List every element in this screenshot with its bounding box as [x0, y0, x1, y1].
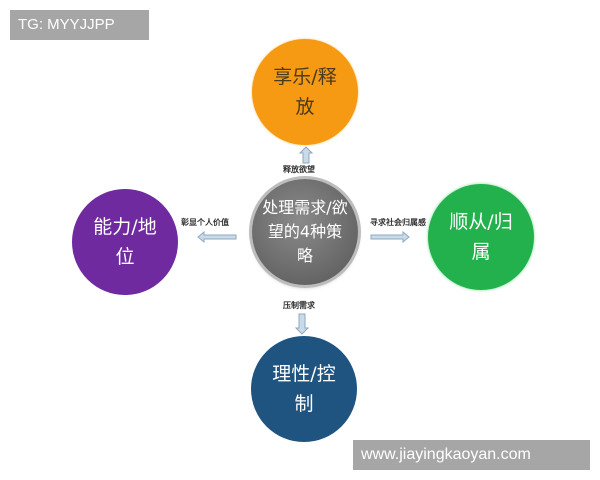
arrow-label-suppress-needs: 压制需求 — [283, 300, 315, 310]
arrow-up-icon — [299, 146, 313, 164]
node-label: 顺从/归属 — [449, 211, 513, 263]
arrow-label-seek-belonging: 寻求社会归属感 — [370, 217, 426, 227]
center-label: 处理需求/欲望的4种策略 — [262, 198, 348, 265]
arrow-left-icon — [197, 231, 237, 243]
arrow-label-release-desire: 释放欲望 — [283, 164, 315, 174]
arrow-label-show-value: 彰显个人价值 — [181, 217, 229, 227]
arrow-down-icon — [295, 313, 309, 335]
node-reason-control: 理性/控制 — [251, 336, 357, 442]
node-label: 理性/控制 — [272, 363, 336, 415]
node-label: 享乐/释放 — [273, 66, 337, 118]
watermark-top: TG: MYYJJPP — [10, 10, 149, 40]
arrow-right-icon — [370, 231, 410, 243]
node-conformity-belonging: 顺从/归属 — [428, 184, 534, 290]
center-node-strategies: 处理需求/欲望的4种策略 — [252, 179, 358, 285]
watermark-bottom: www.jiayingkaoyan.com — [353, 440, 590, 470]
node-pleasure-release: 享乐/释放 — [252, 39, 358, 145]
node-ability-status: 能力/地位 — [72, 189, 178, 295]
node-label: 能力/地位 — [93, 216, 157, 268]
